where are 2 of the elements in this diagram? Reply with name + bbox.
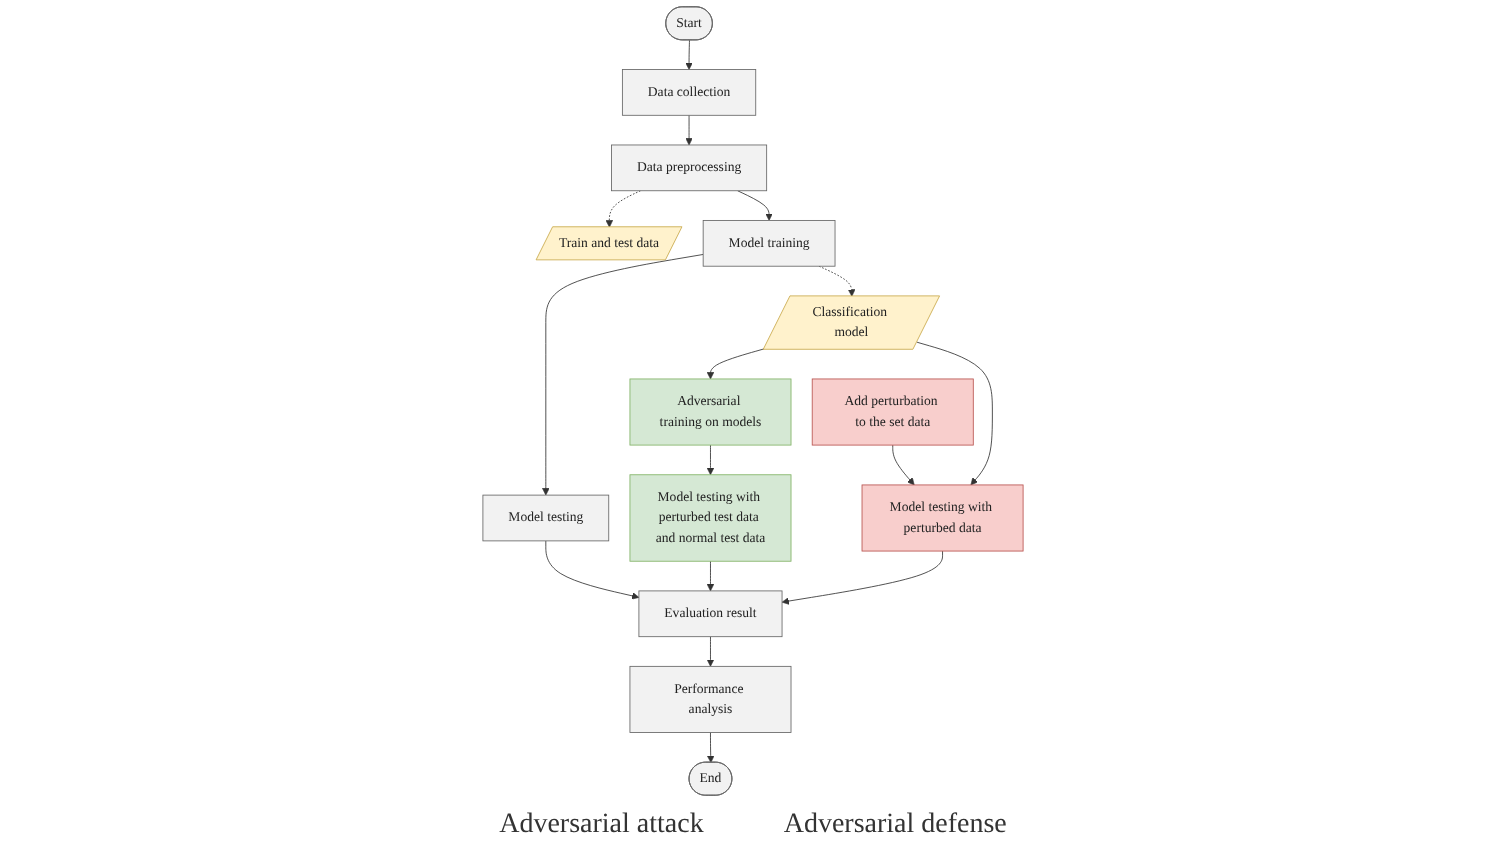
group-label: Adversarial defense xyxy=(783,810,1007,842)
group-label: Adversarial attack xyxy=(499,810,704,842)
